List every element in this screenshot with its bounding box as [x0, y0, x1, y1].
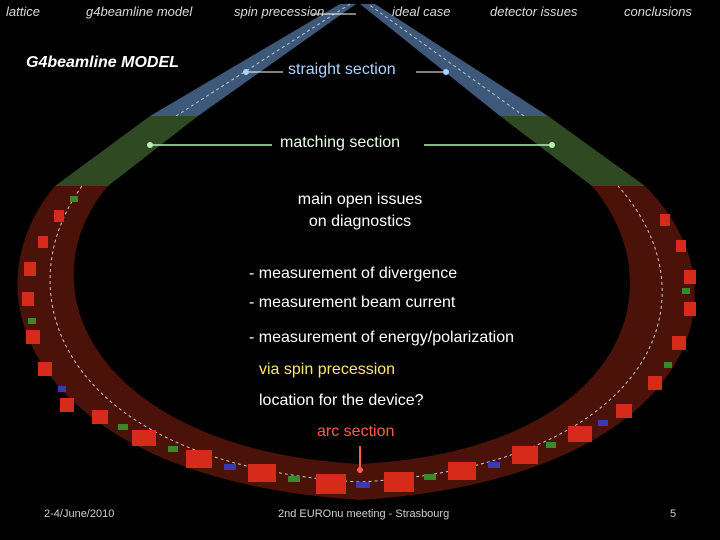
nav-item-detector-issues[interactable]: detector issues [490, 4, 578, 19]
issues-title-line-2: on diagnostics [308, 213, 412, 230]
arc-section-label: arc section [317, 423, 395, 440]
arc-magnet-green [70, 196, 78, 202]
arc-magnet-green [288, 476, 300, 482]
straight-section-right-beamline [367, 3, 525, 117]
issues-title-line-1: main open issues [297, 191, 423, 208]
nav-item-lattice[interactable]: lattice [6, 4, 40, 19]
straight-section-left-band [150, 4, 356, 116]
arc-magnet-green [682, 288, 690, 294]
nav-item-spin-precession[interactable]: spin precession [234, 4, 325, 19]
arc-magnet-red [38, 362, 52, 376]
footer-page-number: 5 [670, 508, 677, 520]
matching-section-right-band [500, 116, 645, 186]
arc-magnet-red [92, 410, 108, 424]
arc-magnet-red [132, 430, 156, 446]
issue-location-question: location for the device? [259, 392, 424, 409]
arc-magnet-red [22, 292, 34, 306]
arc-magnet-red [54, 210, 64, 222]
issue-via-spin-precession: via spin precession [259, 361, 396, 378]
arc-magnet-blue [356, 482, 370, 488]
straight-label-left-dot [243, 69, 249, 75]
arc-magnet-red [512, 446, 538, 464]
arc-magnet-red [660, 214, 670, 226]
arc-magnet-red [684, 270, 696, 284]
nav-item-g4beamline-model[interactable]: g4beamline model [86, 4, 193, 19]
arc-magnet-blue [224, 464, 236, 470]
arc-magnet-green [28, 318, 36, 324]
issue-item-divergence: - measurement of divergence [249, 265, 458, 282]
arc-magnet-red [316, 474, 346, 494]
arc-magnet-red [448, 462, 476, 480]
arc-magnet-green [664, 362, 672, 368]
arc-magnet-red [672, 336, 686, 350]
arc-magnet-green [118, 424, 128, 430]
nav-item-conclusions[interactable]: conclusions [624, 4, 692, 19]
arc-magnet-green [424, 474, 436, 480]
straight-section-label: straight section [288, 61, 396, 78]
matching-section-left-band [55, 116, 198, 186]
arc-label-dot [357, 467, 363, 473]
straight-label-right-dot [443, 69, 449, 75]
straight-section-left-beamline [175, 3, 351, 117]
arc-magnet-red [24, 262, 36, 276]
arc-magnet-red [648, 376, 662, 390]
arc-magnet-red [38, 236, 48, 248]
arc-magnet-green [168, 446, 178, 452]
slide-title: G4beamline MODEL [26, 54, 179, 71]
arc-magnet-green [546, 442, 556, 448]
arc-magnet-blue [598, 420, 608, 426]
matching-label-left-dot [147, 142, 153, 148]
issue-item-energy-polarization: - measurement of energy/polarization [249, 329, 515, 346]
arc-magnet-blue [488, 462, 500, 468]
arc-magnet-red [568, 426, 592, 442]
nav-item-ideal-case[interactable]: ideal case [392, 4, 451, 19]
footer-date: 2-4/June/2010 [44, 508, 115, 520]
arc-magnet-red [384, 472, 414, 492]
footer-meeting: 2nd EUROnu meeting - Strasbourg [278, 508, 450, 520]
arc-magnet-red [684, 302, 696, 316]
arc-magnet-red [676, 240, 686, 252]
arc-magnet-red [186, 450, 212, 468]
arc-magnet-red [60, 398, 74, 412]
arc-magnets [22, 196, 696, 494]
arc-section-band [17, 186, 695, 500]
arc-magnet-red [26, 330, 40, 344]
top-navigation: lattice g4beamline model spin precession… [0, 4, 720, 22]
matching-label-right-dot [549, 142, 555, 148]
issue-item-beam-current: - measurement beam current [249, 294, 456, 311]
matching-section-label: matching section [280, 134, 401, 151]
arc-magnet-red [248, 464, 276, 482]
arc-magnet-red [616, 404, 632, 418]
arc-magnet-blue [58, 386, 66, 392]
